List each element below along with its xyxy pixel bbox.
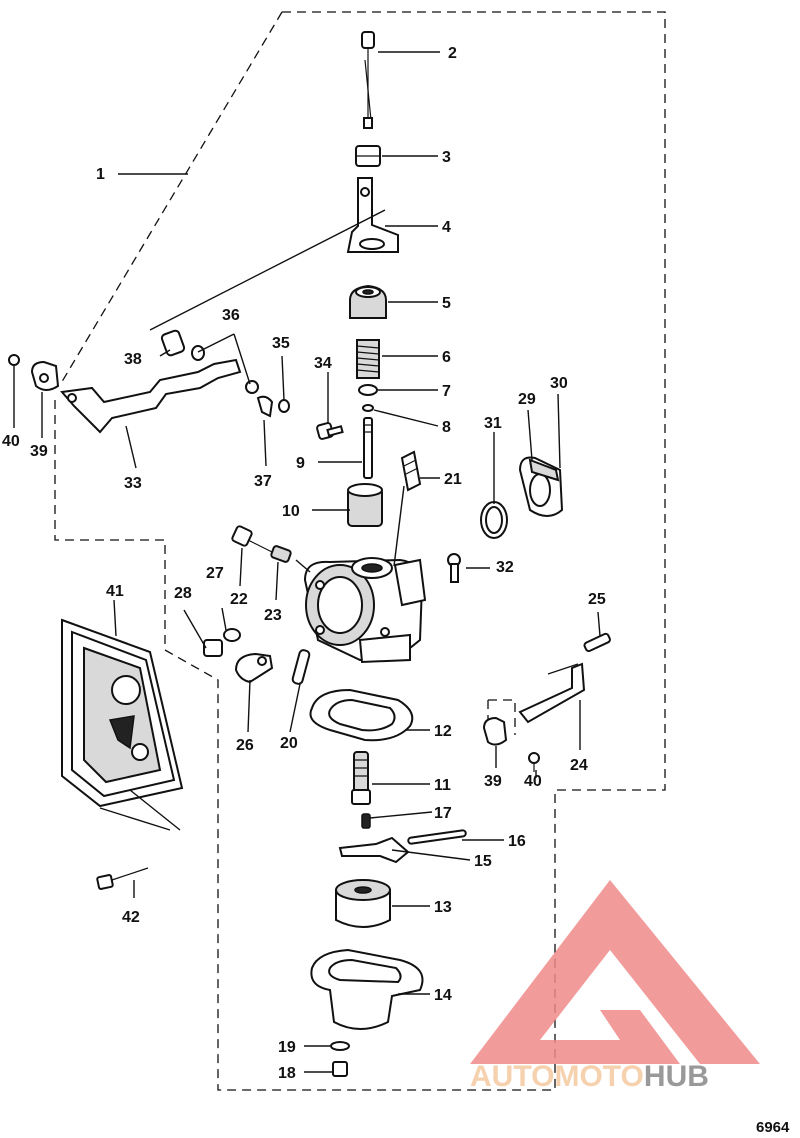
callout-41: 41 — [106, 583, 124, 600]
main-jet-part — [351, 751, 371, 805]
callout-9: 9 — [296, 455, 305, 472]
idle-screw-part — [361, 31, 375, 129]
callout-40-left: 40 — [2, 433, 20, 450]
callout-32: 32 — [496, 559, 514, 576]
throttle-stop-screw-part — [231, 525, 273, 553]
throttle-valve-part — [347, 483, 383, 527]
choke-knob-screw-part — [528, 752, 540, 772]
throttle-bracket-part — [346, 177, 399, 253]
linkage-clip-part — [278, 399, 290, 413]
throttle-knob-screw-part — [8, 354, 20, 366]
callout-39-left: 39 — [30, 443, 48, 460]
callout-28: 28 — [174, 585, 192, 602]
needle-clip-part — [362, 404, 374, 412]
jam-nut-part — [355, 145, 381, 167]
drain-washer-part — [330, 1041, 350, 1051]
float-bowl-part — [310, 948, 424, 1030]
callout-37: 37 — [254, 473, 272, 490]
linkage-spring-part — [256, 395, 274, 418]
callout-26: 26 — [236, 737, 254, 754]
washer-part — [358, 384, 378, 396]
callout-17: 17 — [434, 805, 452, 822]
callout-5: 5 — [442, 295, 451, 312]
mixing-chamber-cap-part — [349, 284, 387, 319]
callout-19: 19 — [278, 1039, 296, 1056]
float-arm-part — [338, 836, 410, 864]
float-part — [335, 879, 391, 928]
choke-lever-part — [518, 662, 586, 724]
filter-bolt-part — [96, 867, 149, 890]
leader-lines — [13, 51, 601, 1073]
linkage-washer-2-part — [245, 380, 259, 394]
intake-gasket-ring-part — [480, 501, 508, 539]
callout-38: 38 — [124, 351, 142, 368]
jet-needle-part — [363, 417, 373, 479]
bowl-screw-part — [447, 553, 461, 583]
callout-18: 18 — [278, 1065, 296, 1082]
throttle-knob-part — [30, 360, 60, 391]
callout-27: 27 — [206, 565, 224, 582]
callout-12: 12 — [434, 723, 452, 740]
callout-29: 29 — [518, 391, 536, 408]
air-filter-part — [61, 618, 184, 808]
callout-21: 21 — [444, 471, 462, 488]
callout-24: 24 — [570, 757, 588, 774]
callout-42: 42 — [122, 909, 140, 926]
watermark-text-auto: AUTOMOTO — [470, 1060, 644, 1093]
callout-13: 13 — [434, 899, 452, 916]
callout-15: 15 — [474, 853, 492, 870]
throttle-cam-part — [234, 652, 274, 684]
callout-20: 20 — [280, 735, 298, 752]
callout-31: 31 — [484, 415, 502, 432]
callout-7: 7 — [442, 383, 451, 400]
clamp-part — [518, 456, 564, 517]
callout-10: 10 — [282, 503, 300, 520]
callout-36: 36 — [222, 307, 240, 324]
idle-spring-part — [270, 545, 292, 563]
linkage-bushing-part — [160, 329, 186, 357]
callout-1: 1 — [96, 166, 105, 183]
callout-35: 35 — [272, 335, 290, 352]
float-bowl-gasket-part — [309, 688, 414, 742]
linkage-washer-part — [191, 345, 205, 361]
callout-16: 16 — [508, 833, 526, 850]
callout-3: 3 — [442, 149, 451, 166]
callout-39-right: 39 — [484, 773, 502, 790]
callout-labels: 1 2 3 4 5 6 7 8 9 10 11 12 13 14 15 16 1… — [2, 45, 606, 1082]
callout-2: 2 — [448, 45, 457, 62]
callout-4: 4 — [442, 219, 451, 236]
carburetor-body-part — [303, 557, 427, 664]
fuel-inlet-fitting-part — [400, 450, 422, 492]
callout-22: 22 — [230, 591, 248, 608]
lever-washer-part — [223, 628, 241, 642]
lever-nut-part — [203, 639, 223, 657]
throttle-linkage-part — [60, 358, 242, 434]
assembly-outline — [54, 11, 666, 1091]
float-pin-part — [407, 829, 467, 845]
float-needle-part — [361, 813, 371, 829]
cap-screw-part — [316, 422, 344, 440]
callout-30: 30 — [550, 375, 568, 392]
callout-11: 11 — [434, 777, 451, 794]
choke-knob-part — [482, 716, 508, 746]
callout-25: 25 — [588, 591, 606, 608]
throttle-spring-part — [356, 339, 380, 379]
callout-8: 8 — [442, 419, 451, 436]
watermark-triangle-icon — [470, 880, 760, 1064]
callout-6: 6 — [442, 349, 451, 366]
callout-40-right: 40 — [524, 773, 542, 790]
choke-pin-part — [583, 632, 611, 653]
pilot-jet-part — [291, 649, 311, 685]
figure-number: 6964 — [756, 1119, 790, 1136]
callout-33: 33 — [124, 475, 142, 492]
callout-14: 14 — [434, 987, 452, 1004]
callout-34: 34 — [314, 355, 332, 372]
svg-text:AUTOMOTOHUB: AUTOMOTOHUB — [470, 1060, 709, 1093]
drain-screw-part — [332, 1061, 348, 1077]
watermark-logo: AUTOMOTOHUB — [470, 880, 760, 1093]
callout-23: 23 — [264, 607, 282, 624]
watermark-text-hub: HUB — [644, 1060, 709, 1093]
